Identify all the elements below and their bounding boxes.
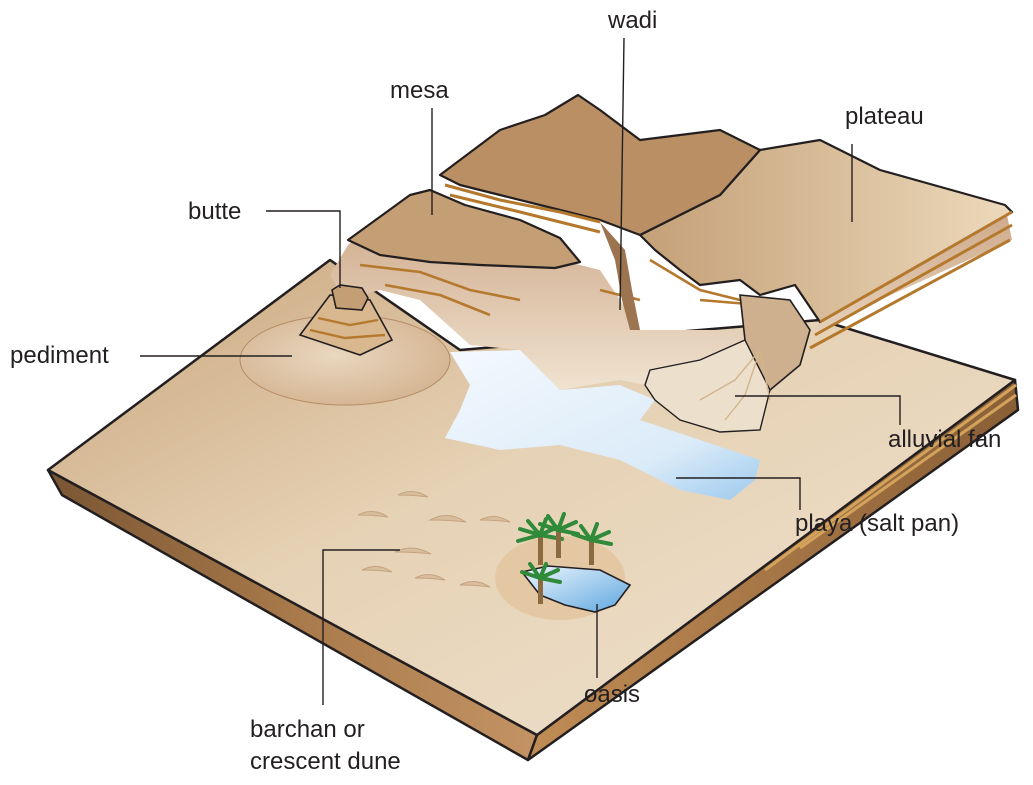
label-playa: playa (salt pan) xyxy=(795,509,959,539)
label-barchan-line1: barchan or xyxy=(250,715,365,745)
label-barchan-line2: crescent dune xyxy=(250,747,401,777)
label-pediment: pediment xyxy=(10,341,109,371)
label-oasis: oasis xyxy=(584,680,640,710)
butte-stack xyxy=(332,285,368,310)
label-wadi: wadi xyxy=(608,6,657,36)
label-mesa: mesa xyxy=(390,76,449,106)
label-plateau: plateau xyxy=(845,102,924,132)
label-butte: butte xyxy=(188,197,241,227)
label-alluvial-fan: alluvial fan xyxy=(888,425,1001,455)
